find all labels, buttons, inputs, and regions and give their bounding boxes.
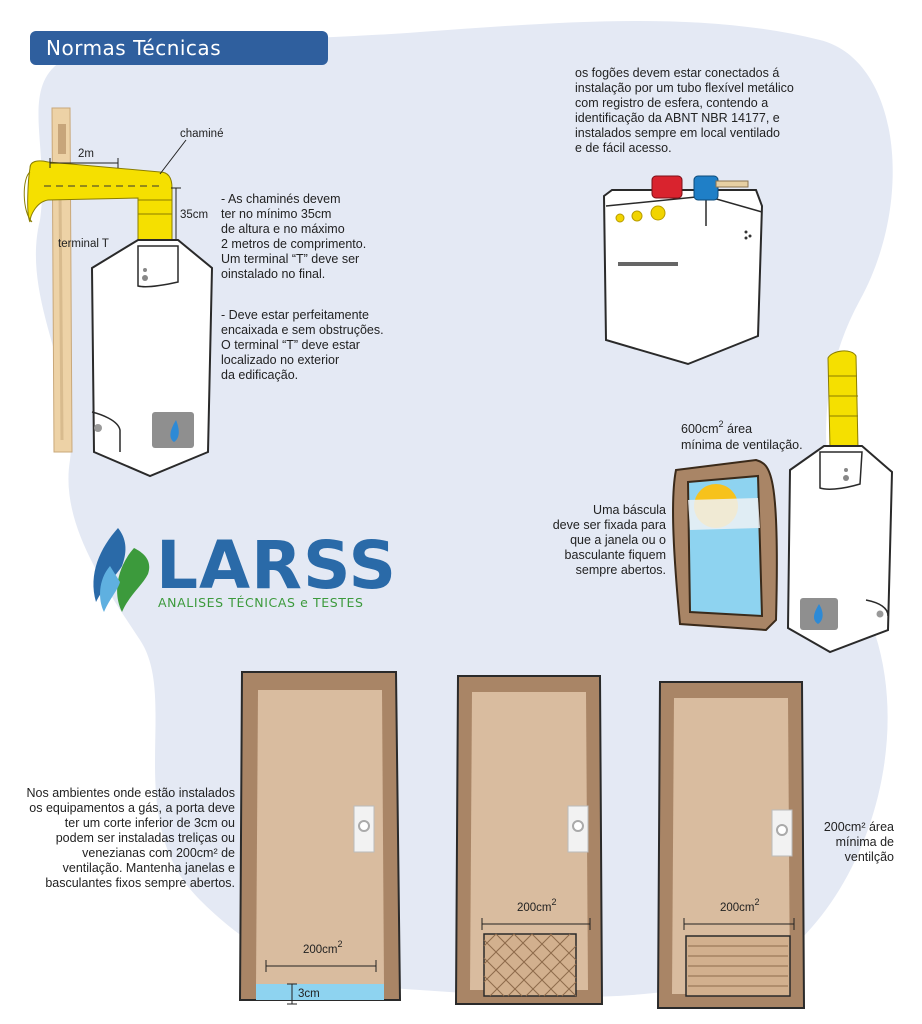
door-2-measure: 200cm2	[517, 897, 557, 914]
text-line: deve ser fixada para	[552, 518, 666, 532]
ventilation-value: 600cm	[681, 422, 719, 436]
chimney-height-label: 35cm	[180, 209, 209, 221]
text-line: os fogões devem estar conectados á	[575, 66, 780, 80]
bascula-text: Uma báscula deve ser fixada para que a j…	[544, 503, 666, 578]
text-line: ventilação. Mantenha janelas e	[62, 861, 235, 875]
text-line: identificação da ABNT NBR 14177, e	[575, 111, 780, 125]
text-line: ventilção	[844, 850, 894, 864]
door-right-text: 200cm² área mínima de ventilção	[810, 820, 894, 865]
text-line: que a janela ou o	[570, 533, 666, 547]
measure-value: 200cm	[720, 902, 755, 914]
page-title: Normas Técnicas	[30, 31, 328, 65]
logo-flame-mark	[93, 528, 150, 612]
text-line: sempre abertos.	[575, 563, 666, 577]
water-heater-2-illustration	[786, 350, 894, 654]
measure-exponent: 2	[551, 897, 557, 907]
window-illustration	[672, 458, 778, 632]
text-line: 2 metros de comprimento.	[221, 237, 367, 251]
measure-exponent: 2	[754, 897, 760, 907]
door-rules-text: Nos ambientes onde estão instalados os e…	[6, 786, 235, 891]
text-line: com registro de esfera, contendo a	[575, 96, 769, 110]
text-line: Nos ambientes onde estão instalados	[26, 786, 235, 800]
terminal-t-label: terminal T	[58, 238, 109, 250]
stove-illustration	[602, 175, 764, 366]
text-line: oinstalado no final.	[221, 267, 326, 281]
chimney-label: chaminé	[180, 128, 224, 140]
text-line: 200cm² área	[823, 820, 894, 834]
text-line: mínima de ventilação.	[681, 438, 803, 452]
text-line: podem ser instaladas treliças ou	[55, 831, 235, 845]
ventilation-area-text: 600cm2 área mínima de ventilação.	[681, 419, 803, 453]
door-1-gap-label: 3cm	[298, 988, 320, 1000]
text-line: de altura e no máximo	[221, 222, 345, 236]
text-line: venezianas com 200cm² de	[82, 846, 235, 860]
chimney-rules-text-2: - Deve estar perfeitamente encaixada e s…	[221, 308, 384, 383]
chimney-length-label: 2m	[78, 148, 94, 160]
text-line: os equipamentos a gás, a porta deve	[29, 801, 235, 815]
text-line: e de fácil acesso.	[575, 141, 672, 155]
logo-wordmark: LARSS	[156, 527, 398, 604]
door-3-illustration	[656, 681, 806, 1009]
text-line: - As chaminés devem	[221, 192, 341, 206]
text-line: basculantes fixos sempre abertos.	[45, 876, 235, 890]
door-2-illustration	[454, 675, 604, 1005]
chimney-rules-text-1: - As chaminés devem ter no mínimo 35cm d…	[221, 192, 366, 282]
measure-exponent: 2	[337, 939, 343, 949]
text-line: ter um corte inferior de 3cm ou	[64, 816, 235, 830]
text-line: O terminal “T” deve estar	[221, 338, 360, 352]
measure-value: 200cm	[517, 902, 552, 914]
logo-subtitle: ANALISES TÉCNICAS e TESTES	[158, 595, 364, 610]
stove-rules-text: os fogões devem estar conectados á insta…	[575, 66, 794, 156]
ventilation-unit: área	[723, 422, 753, 436]
water-heater-illustration	[90, 239, 214, 478]
wall-strip-illustration	[51, 107, 73, 453]
ventilation-exponent: 2	[718, 419, 724, 429]
text-line: encaixada e sem obstruções.	[221, 323, 384, 337]
text-line: da edificação.	[221, 368, 299, 382]
text-line: Uma báscula	[593, 503, 666, 517]
text-line: instalação por um tubo flexível metálico	[575, 81, 794, 95]
text-line: localizado no exterior	[221, 353, 340, 367]
door-3-measure: 200cm2	[720, 897, 760, 914]
text-line: ter no mínimo 35cm	[221, 207, 332, 221]
door-1-measure: 200cm2	[303, 939, 343, 956]
door-1-illustration	[238, 671, 402, 1001]
text-line: instalados sempre em local ventilado	[575, 126, 780, 140]
text-line: mínima de	[835, 835, 894, 849]
measure-value: 200cm	[303, 944, 338, 956]
text-line: Um terminal “T” deve ser	[221, 252, 360, 266]
text-line: - Deve estar perfeitamente	[221, 308, 369, 322]
text-line: basculante fiquem	[564, 548, 666, 562]
